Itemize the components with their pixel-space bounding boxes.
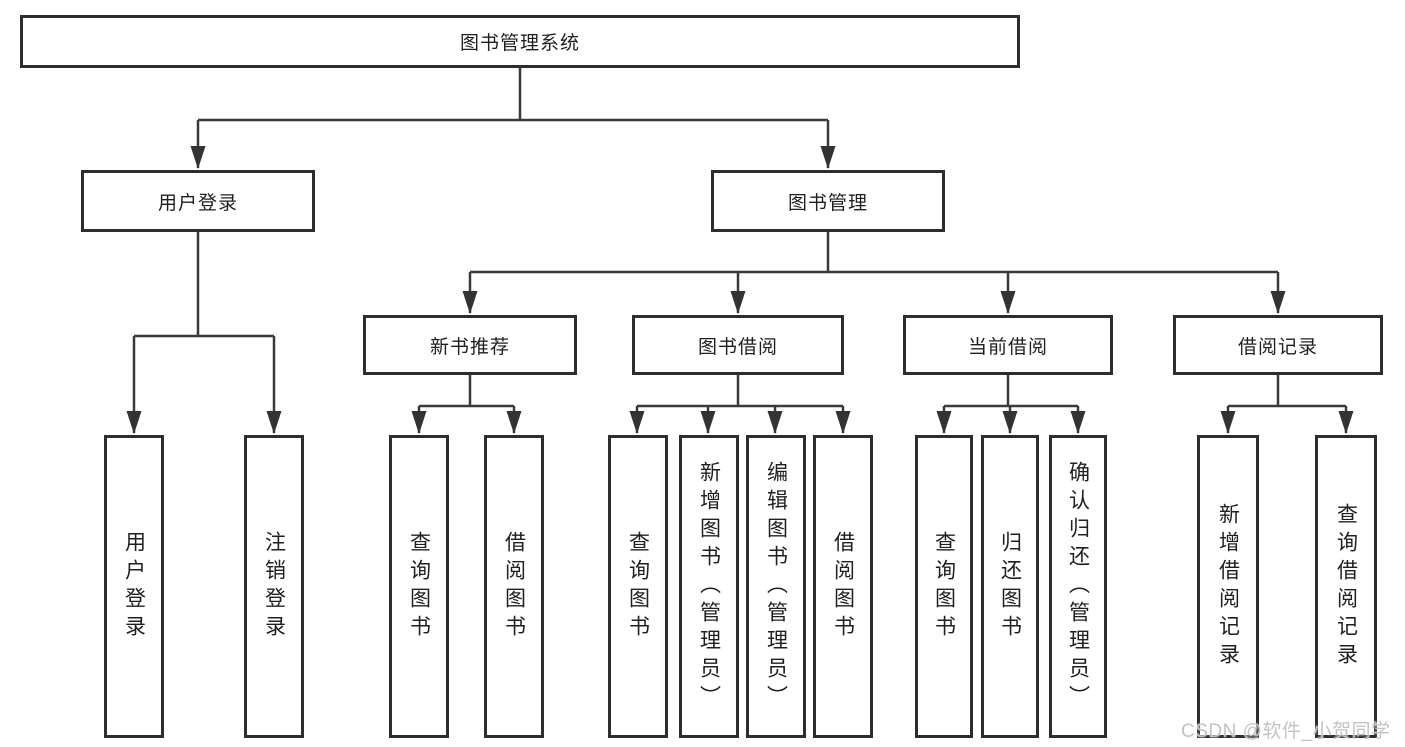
node-label: 查询图书 [626, 530, 650, 643]
node-current-borrowing: 当前借阅 [903, 315, 1113, 375]
node-label: 新增借阅记录 [1216, 502, 1240, 671]
connector-user-login-bar [134, 231, 274, 338]
node-label: 图书管理 [787, 192, 868, 214]
node-label: 图书借阅 [697, 336, 778, 358]
node-label: 用户登录 [122, 530, 146, 643]
node-label: 借阅记录 [1237, 336, 1318, 358]
node-label: 注销登录 [262, 530, 286, 643]
node-label: 查询图书 [932, 530, 956, 643]
node-logout-action: 注销登录 [244, 435, 304, 738]
node-label: 借阅图书 [502, 530, 526, 643]
node-bb-query-books: 查询图书 [608, 435, 668, 738]
node-book-borrowing: 图书借阅 [632, 315, 844, 375]
connector-root-bar [198, 67, 828, 122]
connector-current-borrowing-bar [944, 374, 1078, 408]
node-borrow-records: 借阅记录 [1173, 315, 1383, 375]
node-label: 编辑图书（管理员） [764, 460, 788, 713]
node-label: 图书管理系统 [459, 33, 580, 54]
node-user-login-action: 用户登录 [104, 435, 164, 738]
connector-borrow-records-bar [1228, 374, 1346, 408]
node-bb-add-books-admin: 新增图书（管理员） [679, 435, 739, 738]
watermark: CSDN @软件_小贺同学 [1181, 721, 1391, 742]
connector-new-book-bar [419, 374, 514, 408]
node-label: 查询借阅记录 [1334, 502, 1358, 671]
connector-book-management-bar [470, 231, 1278, 274]
node-bb-borrow-books: 借阅图书 [813, 435, 873, 738]
node-br-add-record: 新增借阅记录 [1197, 435, 1259, 738]
node-cb-return-books: 归还图书 [981, 435, 1039, 738]
node-book-management: 图书管理 [711, 170, 945, 232]
node-nbr-borrow-books: 借阅图书 [484, 435, 544, 738]
node-label: 查询图书 [407, 530, 431, 643]
node-label: 新书推荐 [429, 336, 510, 358]
node-user-login: 用户登录 [81, 170, 315, 232]
node-cb-query-books: 查询图书 [915, 435, 973, 738]
node-label: 归还图书 [998, 530, 1022, 643]
node-label: 借阅图书 [831, 530, 855, 643]
node-label: 新增图书（管理员） [697, 460, 721, 713]
node-new-book-recommend: 新书推荐 [363, 315, 577, 375]
connector-book-borrowing-bar [637, 374, 843, 408]
node-label: 确认归还（管理员） [1066, 460, 1090, 713]
node-cb-confirm-return-admin: 确认归还（管理员） [1049, 435, 1107, 738]
node-label: 当前借阅 [967, 336, 1048, 358]
node-root: 图书管理系统 [20, 15, 1020, 68]
node-nbr-query-books: 查询图书 [389, 435, 449, 738]
node-label: 用户登录 [157, 192, 238, 214]
node-br-query-record: 查询借阅记录 [1315, 435, 1377, 738]
node-bb-edit-books-admin: 编辑图书（管理员） [746, 435, 806, 738]
